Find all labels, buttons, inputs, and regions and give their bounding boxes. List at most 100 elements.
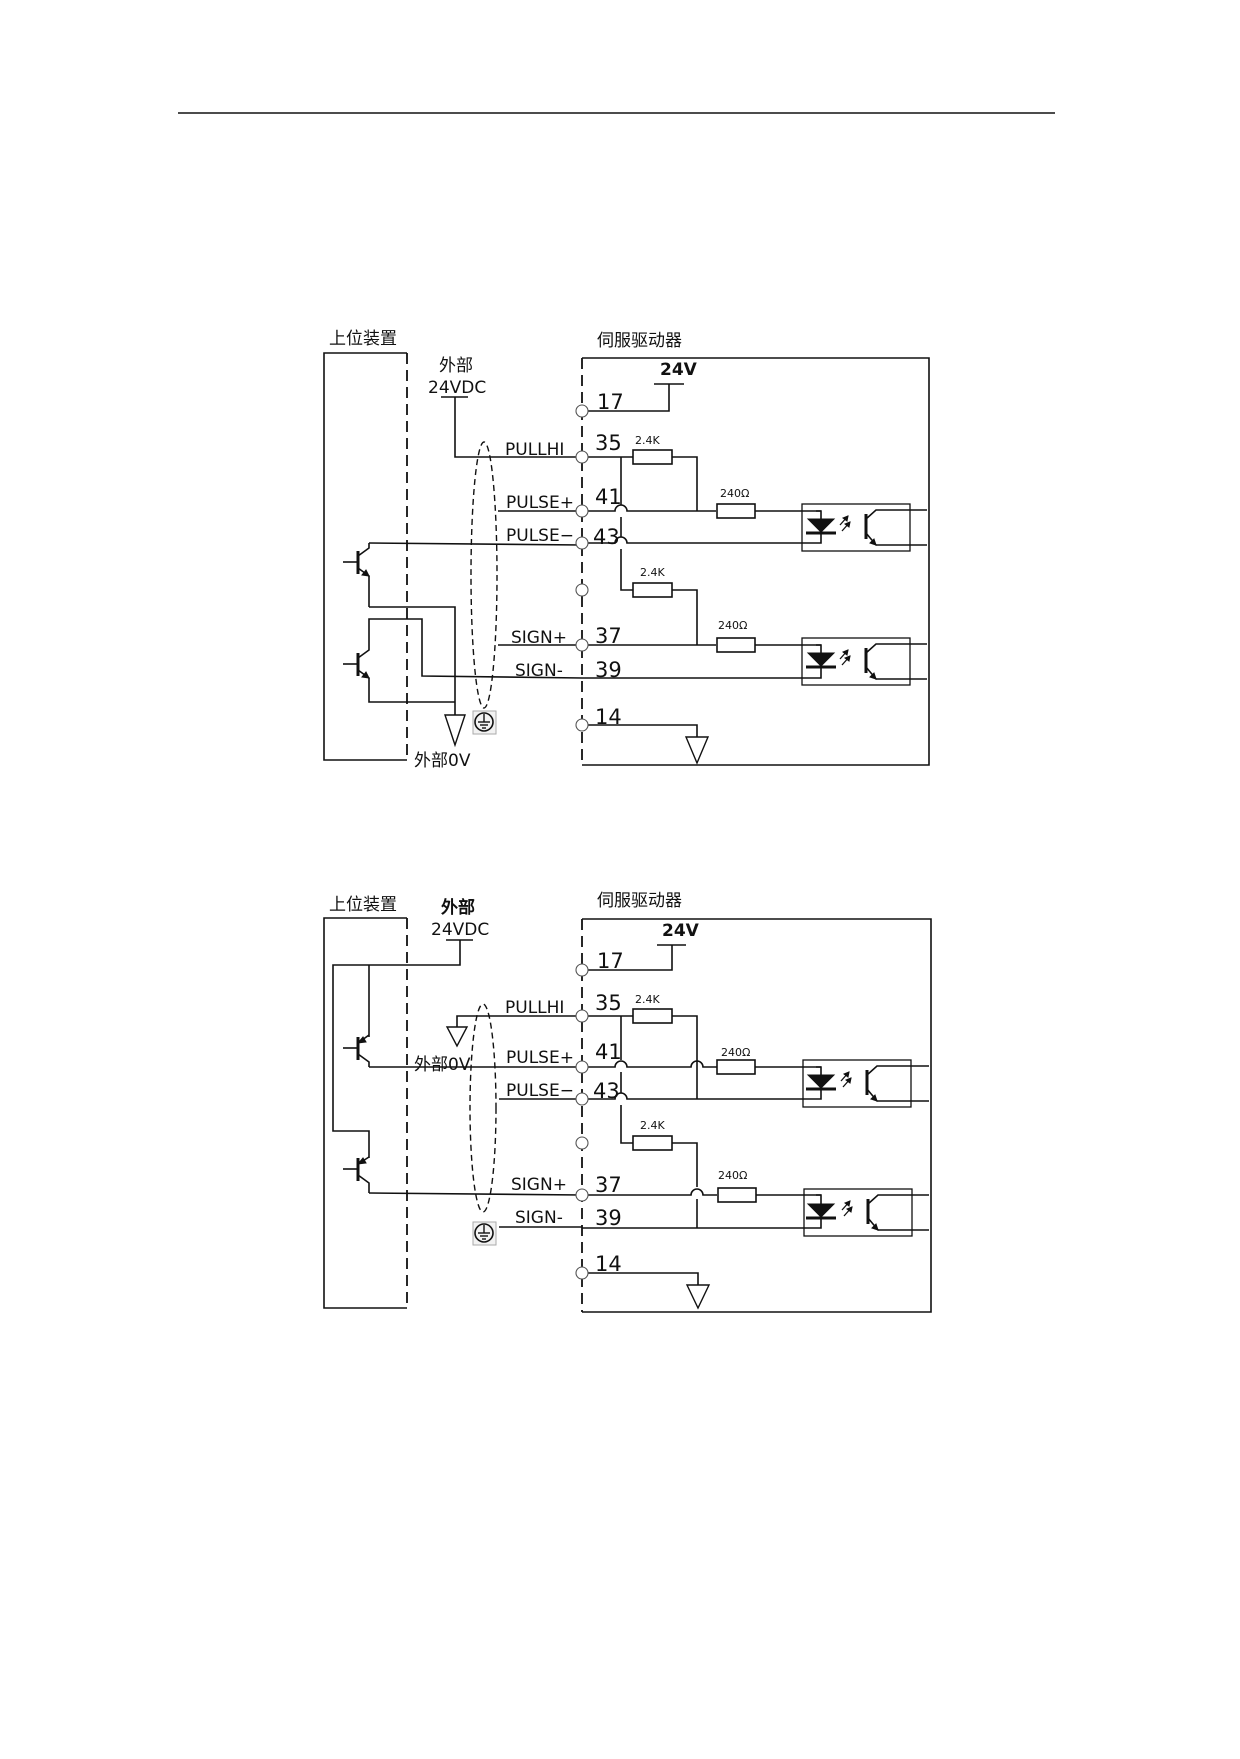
signal-label-pulse-minus: PULSE− [506,1081,574,1101]
pull-2-wire [672,1142,698,1187]
pullhi-wire [454,397,582,458]
terminal-14-wire [582,724,698,737]
diagram-1-sink-wiring: 上位装置 外部0V 外部 24VDC [323,329,930,771]
ground-icon [684,736,710,765]
terminal-37 [575,1188,589,1202]
terminal-14-wire [582,1272,699,1285]
supply-rail [332,940,461,1158]
resistor-240 [717,1187,757,1203]
terminal-17-wire [582,945,673,971]
terminal-unused [575,583,589,597]
resistor-label: 240Ω [720,487,749,500]
internal-24v-label: 24V [662,921,700,941]
terminal-41 [575,1060,589,1074]
shielded-cable-ellipse [469,1003,497,1213]
external-supply-label-1: 外部 [439,356,473,376]
terminal-41-label: 41 [595,485,622,509]
signal-label-sign-minus: SIGN- [515,1208,563,1228]
pulse-minus-wire [368,542,583,546]
pull-2-wire [672,589,698,645]
pulse-minus-internal [582,536,815,544]
signal-label-pullhi: PULLHI [505,440,564,460]
resistor-240 [716,637,756,653]
servo-driver-box [582,918,932,1313]
terminal-17 [575,404,589,418]
sign-plus-wire [368,1192,583,1196]
terminal-14 [575,718,589,732]
terminal-unused [575,1136,589,1150]
resistor-label: 2.4K [635,993,660,1006]
signal-label-pulse-plus: PULSE+ [506,493,574,513]
optocoupler-icon [801,637,927,686]
terminal-35 [575,450,589,464]
ground-icon [444,714,466,748]
terminal-37-label: 37 [595,1173,622,1197]
host-device-box [323,917,407,1309]
sign-plus-internal [582,1188,717,1196]
pullhi-wire [456,1015,582,1027]
servo-driver-label: 伺服驱动器 [597,891,682,911]
resistor-2.4k [632,1008,673,1024]
emitter-common-wire [369,606,456,715]
host-device-label: 上位装置 [329,895,397,915]
terminal-14-label: 14 [595,1252,622,1276]
earth-ground-icon [472,710,497,735]
terminal-39-label: 39 [595,1206,622,1230]
terminal-17-label: 17 [597,949,624,973]
terminal-17-wire [582,384,670,412]
terminal-41-label: 41 [595,1040,622,1064]
optocoupler-icon [802,1059,929,1108]
signal-label-sign-minus: SIGN- [515,661,563,681]
servo-driver-box [582,357,930,766]
resistor-label: 2.4K [640,566,665,579]
external-0v-label: 外部0V [414,751,471,771]
diagram-2-source-wiring: 上位装置 外部 24VDC 外部0V [323,891,932,1313]
shielded-cable-ellipse [470,441,498,709]
pullhi-bus-lower [620,517,633,591]
resistor-label: 240Ω [718,619,747,632]
terminal-35-label: 35 [595,991,622,1015]
signal-label-sign-plus: SIGN+ [511,1175,567,1195]
terminal-37 [575,638,589,652]
resistor-240 [716,503,756,519]
pulse-plus-internal [582,1060,717,1068]
terminal-17-label: 17 [597,390,624,414]
resistor-2.4k [632,582,673,598]
internal-24v-label: 24V [660,360,698,380]
resistor-label: 2.4K [635,434,660,447]
host-device-label: 上位装置 [329,329,397,349]
resistor-label: 240Ω [718,1169,747,1182]
terminal-35-label: 35 [595,431,622,455]
terminal-37-label: 37 [595,624,622,648]
pulse-plus-internal [582,504,716,512]
signal-label-pulse-plus: PULSE+ [506,1048,574,1068]
signal-label-sign-plus: SIGN+ [511,628,567,648]
resistor-2.4k [632,1135,673,1151]
external-0v-label: 外部0V [414,1055,471,1075]
ground-icon [685,1284,711,1310]
npn-transistor-icon [343,543,370,607]
terminal-17 [575,963,589,977]
external-supply-label-2: 24VDC [431,920,489,940]
host-device-box [323,352,407,761]
resistor-2.4k [632,449,673,465]
signal-label-pulse-minus: PULSE− [506,526,574,546]
pulse-minus-internal [582,1092,815,1100]
resistor-label: 2.4K [640,1119,665,1132]
resistor-240 [716,1059,756,1075]
signal-label-pullhi: PULLHI [505,998,564,1018]
terminal-43 [575,536,589,550]
external-supply-label-2: 24VDC [428,378,486,398]
earth-ground-icon [472,1221,497,1246]
resistor-label: 240Ω [721,1046,750,1059]
external-supply-label-1: 外部 [441,897,475,918]
npn-transistor-icon [343,618,583,703]
pnp-transistor-icon [343,1034,370,1067]
ground-icon [445,1026,469,1048]
pullhi-bus-lower [620,1072,633,1144]
terminal-43 [575,1092,589,1106]
terminal-35 [575,1009,589,1023]
servo-driver-label: 伺服驱动器 [597,331,682,351]
